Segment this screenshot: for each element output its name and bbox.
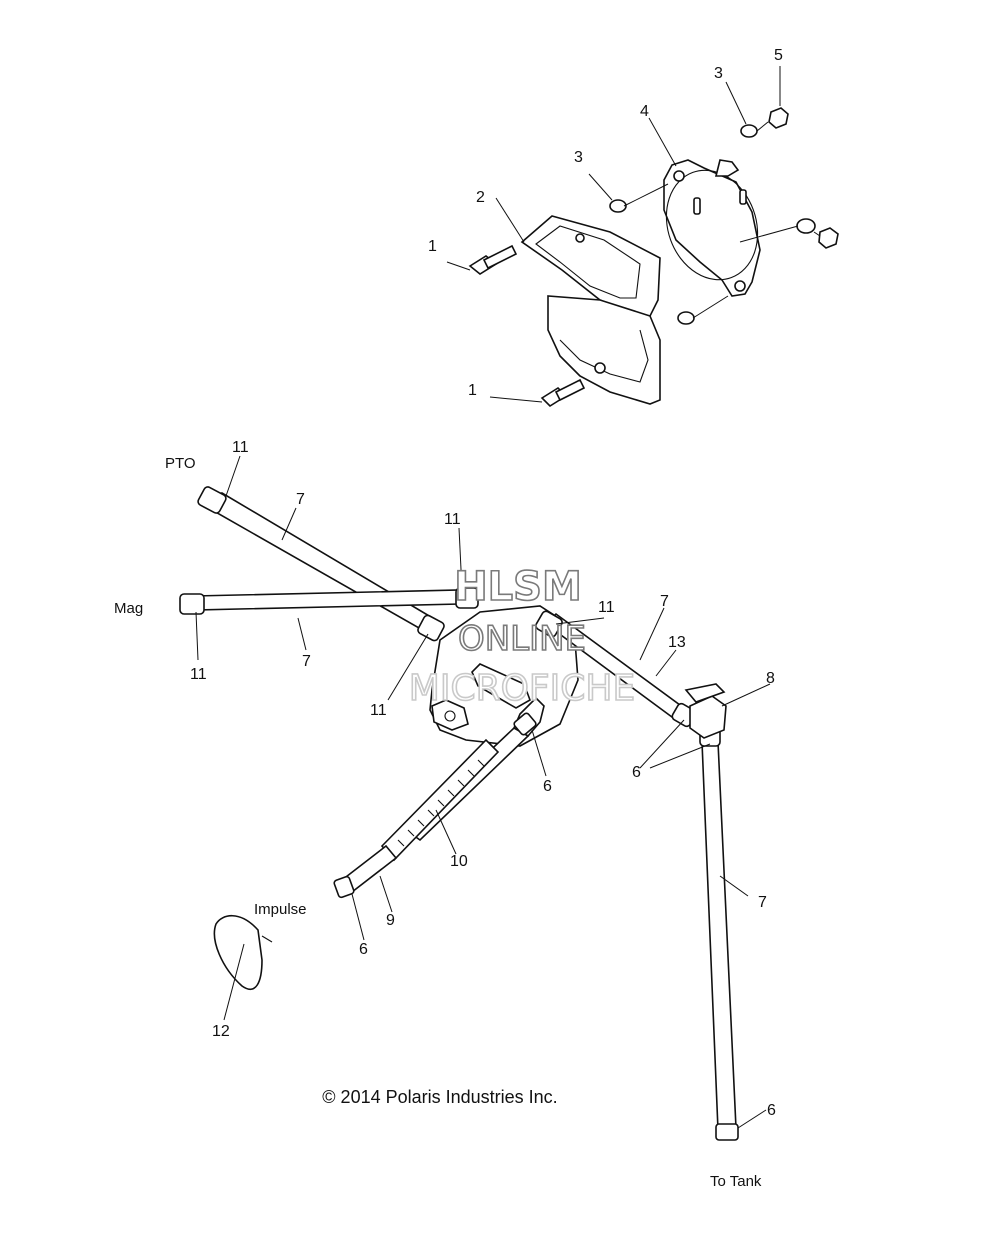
impulse-line — [333, 844, 398, 899]
callout-13: 13 — [668, 634, 686, 651]
callout-3-right: 3 — [714, 65, 723, 82]
line-labels: PTO Mag Impulse To Tank — [114, 455, 762, 1190]
callout-6-impulse: 6 — [359, 941, 368, 958]
callout-1-upper: 1 — [428, 238, 437, 255]
callout-7-tank: 7 — [758, 894, 767, 911]
watermark: HLSM ONLINE MICROFICHE — [408, 563, 636, 710]
shutoff-valve — [684, 683, 727, 739]
label-impulse: Impulse — [254, 901, 307, 918]
callout-6-valve: 6 — [632, 764, 641, 781]
callout-11-pump-right: 11 — [598, 599, 615, 616]
leader-lines — [195, 66, 821, 1129]
bolt-upper — [468, 244, 518, 275]
callout-11-pto: 11 — [232, 439, 249, 456]
callout-6-elbow: 6 — [543, 778, 552, 795]
hose-clamps — [179, 486, 721, 747]
label-pto: PTO — [165, 455, 196, 472]
callout-7-mag: 7 — [302, 653, 311, 670]
callout-3-left: 3 — [574, 149, 583, 166]
mounting-bracket — [520, 215, 661, 405]
callout-7-pto: 7 — [296, 491, 305, 508]
nut-parts — [768, 107, 839, 249]
label-mag: Mag — [114, 600, 143, 617]
pump-cover — [663, 159, 761, 297]
watermark-line-2: ONLINE — [458, 619, 586, 659]
label-to-tank: To Tank — [710, 1173, 762, 1190]
callout-8: 8 — [766, 670, 775, 687]
spring-clamp — [213, 914, 273, 991]
callout-11-pump-left: 11 — [370, 702, 387, 719]
callout-5: 5 — [774, 47, 783, 64]
callout-10: 10 — [450, 853, 468, 870]
callout-12: 12 — [212, 1023, 230, 1040]
callout-6-tank: 6 — [767, 1102, 776, 1119]
callout-11-mag: 11 — [190, 666, 207, 683]
fuel-line-pto — [209, 492, 438, 634]
washer-parts — [609, 124, 816, 325]
watermark-line-1: HLSM — [454, 564, 582, 610]
bolt-lower — [540, 378, 586, 408]
callout-7-valve: 7 — [660, 593, 669, 610]
callout-4: 4 — [640, 103, 649, 120]
watermark-line-3: MICROFICHE — [409, 668, 635, 709]
callout-2: 2 — [476, 189, 485, 206]
callout-numbers: 1 1 2 3 3 4 5 11 7 11 11 7 11 11 7 13 8 … — [190, 47, 783, 1119]
fuel-line-to-tank — [701, 741, 739, 1141]
callout-9: 9 — [386, 912, 395, 929]
callout-1-lower: 1 — [468, 382, 477, 399]
fuel-line-mag — [193, 589, 461, 611]
copyright-text: © 2014 Polaris Industries Inc. — [322, 1087, 557, 1107]
corrugated-sleeve — [380, 738, 500, 862]
callout-11-pump-top: 11 — [444, 511, 461, 528]
